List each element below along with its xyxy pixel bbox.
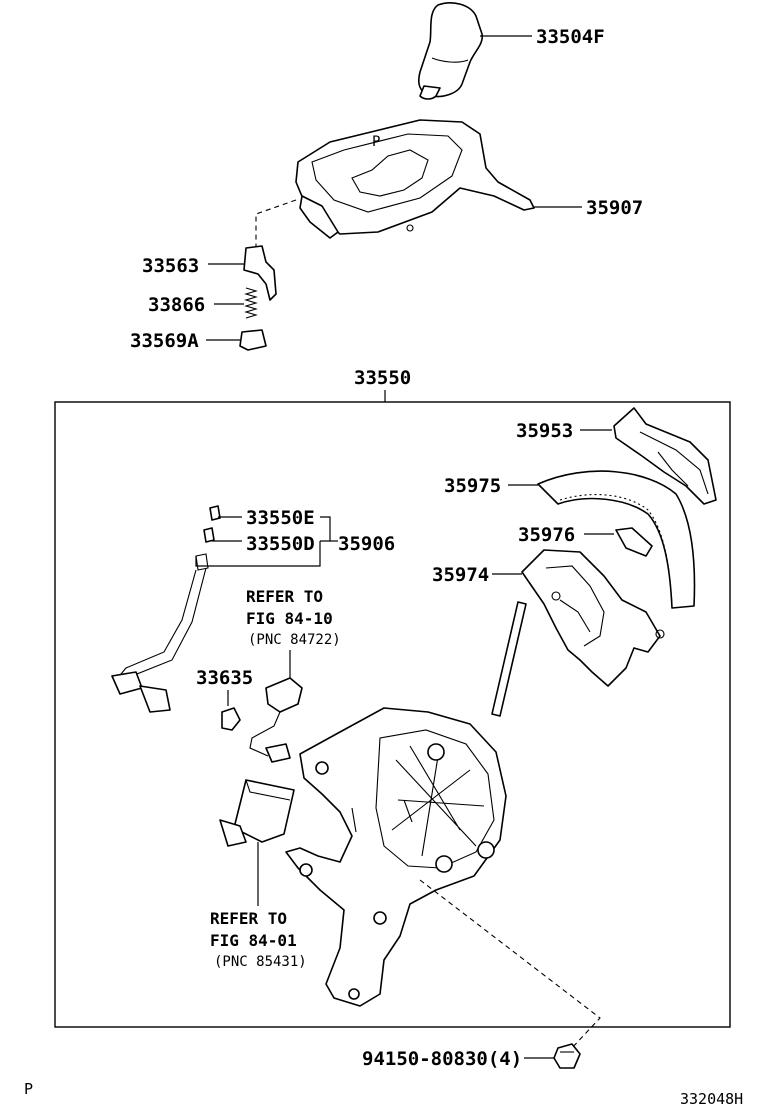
part-label-33550D: 33550D — [246, 533, 315, 555]
part-label-94150: 94150-80830(4) — [362, 1048, 522, 1070]
footer-right: 332048H — [680, 1090, 743, 1108]
part-label-33635: 33635 — [196, 667, 253, 689]
part-label-33563: 33563 — [142, 255, 199, 277]
slide-plate-illustration — [537, 470, 696, 609]
ref-2-line1: REFER TO — [210, 909, 287, 928]
button-illustration — [239, 329, 267, 351]
part-label-33866: 33866 — [148, 294, 205, 316]
ref-1-line3: (PNC 84722) — [248, 632, 341, 648]
clip-illustration — [221, 707, 241, 731]
wire-harness-illustration — [111, 505, 221, 713]
part-label-35906: 35906 — [338, 533, 395, 555]
part-label-35974: 35974 — [432, 564, 489, 586]
svg-text:P: P — [372, 134, 380, 150]
shift-lever-bracket-illustration — [285, 601, 527, 1007]
part-label-33569A: 33569A — [130, 330, 199, 352]
solenoid-illustration — [219, 779, 295, 847]
lever-housing-illustration — [521, 549, 665, 687]
ref-1-line1: REFER TO — [246, 587, 323, 606]
spring-illustration — [244, 287, 258, 319]
indicator-cover-illustration — [613, 407, 717, 505]
plate-illustration — [615, 527, 653, 557]
ref-1-line2: FIG 84-10 — [246, 609, 333, 628]
ref-2-line2: FIG 84-01 — [210, 931, 297, 950]
assembly-box — [54, 401, 731, 1028]
bracket-35906 — [320, 516, 331, 542]
part-label-35975: 35975 — [444, 475, 501, 497]
part-label-35907: 35907 — [586, 197, 643, 219]
footer-left: P — [24, 1080, 33, 1098]
bolt-illustration — [553, 1043, 581, 1069]
ref-2-line3: (PNC 85431) — [214, 954, 307, 970]
shift-knob-illustration — [418, 2, 484, 100]
connector-illustration — [249, 677, 303, 763]
part-label-33550E: 33550E — [246, 507, 315, 529]
assembly-line-bolt — [419, 879, 601, 1051]
part-label-35976: 35976 — [518, 524, 575, 546]
shift-indicator-housing-illustration: P — [295, 119, 535, 239]
leader-harness — [195, 541, 321, 567]
part-label-33504F: 33504F — [536, 26, 605, 48]
part-label-35953: 35953 — [516, 420, 573, 442]
part-label-33550: 33550 — [354, 367, 411, 389]
lock-lever-illustration — [243, 245, 277, 301]
